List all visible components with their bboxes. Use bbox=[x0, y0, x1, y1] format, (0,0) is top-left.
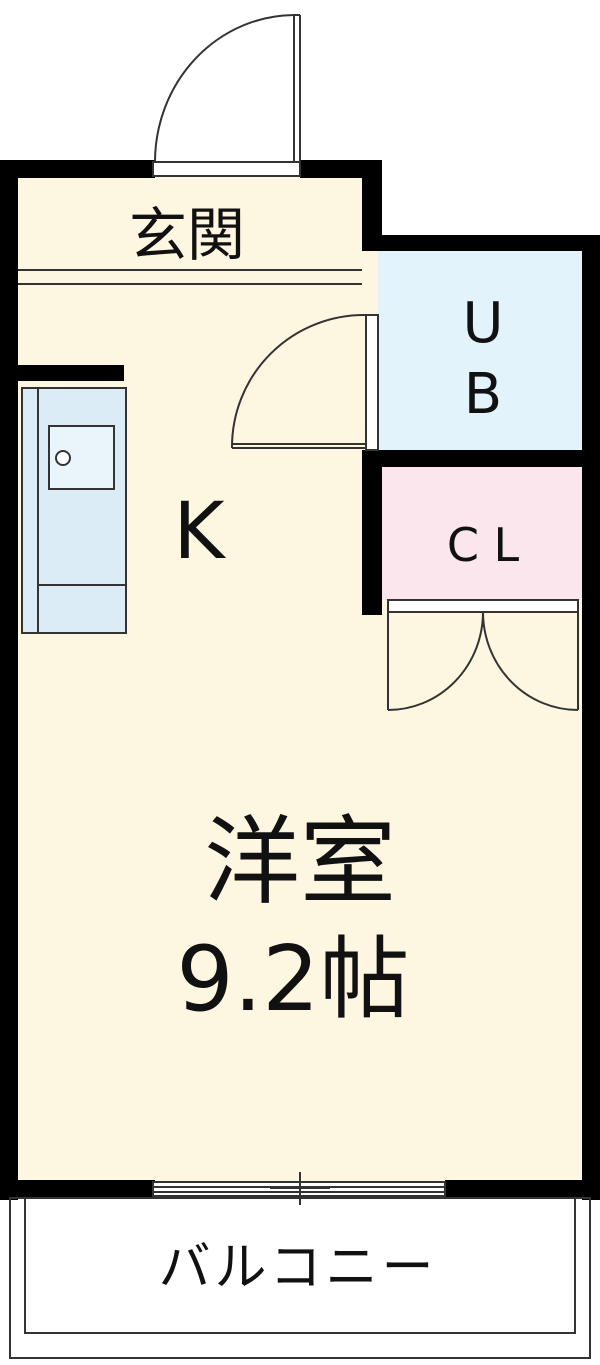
kitchen-counter bbox=[21, 387, 127, 634]
closet-label: C L bbox=[447, 518, 520, 572]
bath-label-line1: U bbox=[463, 291, 504, 356]
western-room-size: 9.2帖 bbox=[176, 927, 409, 1032]
entrance-door bbox=[152, 14, 301, 177]
closet-doors bbox=[387, 599, 579, 711]
balcony-window bbox=[152, 1172, 446, 1205]
western-room-label: 洋室 bbox=[204, 806, 396, 918]
balcony-label: バルコニー bbox=[159, 1238, 438, 1298]
bath-door bbox=[230, 313, 379, 451]
bath-fill bbox=[378, 243, 590, 453]
bath-label-line2: B bbox=[464, 362, 502, 427]
walls bbox=[0, 160, 600, 1200]
closet-fill bbox=[378, 462, 590, 600]
entrance-label: 玄関 bbox=[129, 201, 245, 269]
kitchen-label: K bbox=[173, 487, 226, 577]
entrance-step bbox=[18, 269, 362, 285]
outside-right-top bbox=[378, 160, 600, 240]
drain bbox=[55, 450, 71, 466]
balcony-outline bbox=[9, 1197, 591, 1359]
